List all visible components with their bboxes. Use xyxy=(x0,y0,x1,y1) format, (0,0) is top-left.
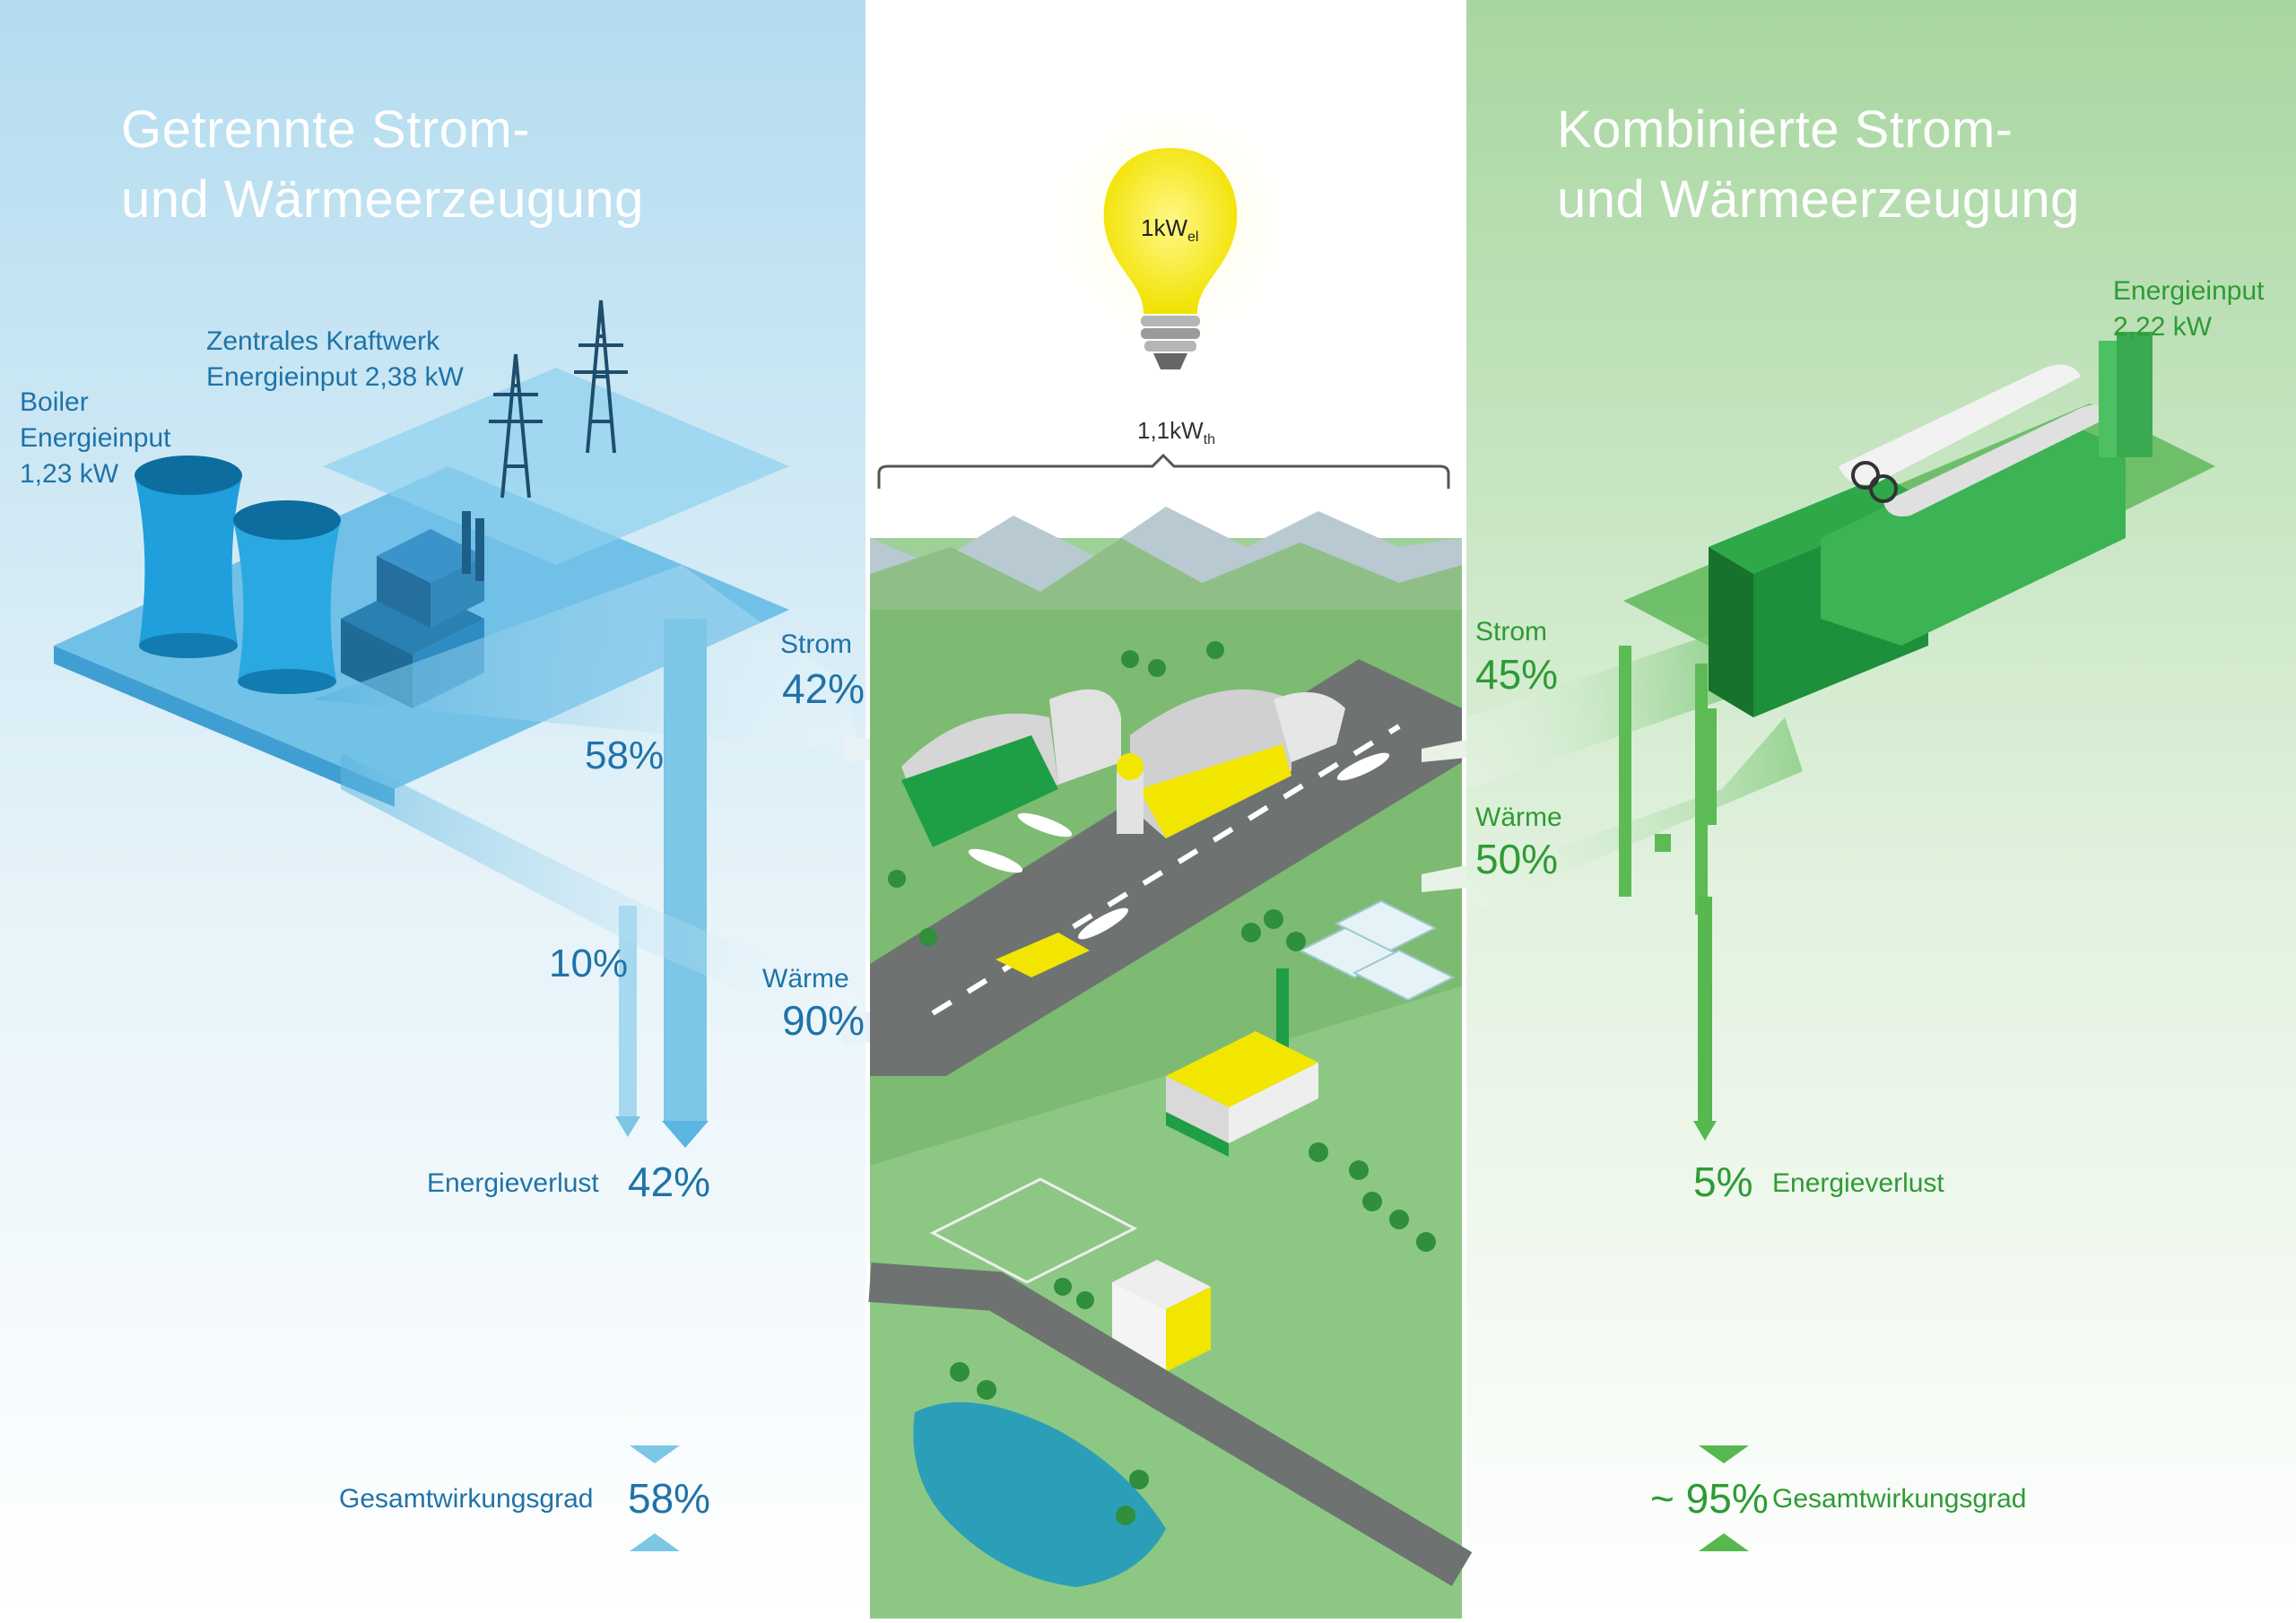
lake xyxy=(913,1402,1166,1587)
left-strom-percent: 42% xyxy=(782,665,865,712)
right-waerme-label: Wärme xyxy=(1475,803,1562,832)
cooling-tower-icon xyxy=(135,456,242,658)
airport-hangar-icon xyxy=(901,689,1345,847)
right-title-line1: Kombinierte Strom- xyxy=(1557,100,2013,159)
left-waerme-label: Wärme xyxy=(762,964,849,994)
efficiency-marker-down-right xyxy=(1699,1445,1749,1463)
left-strom-label: Strom xyxy=(780,629,853,659)
right-total-efficiency-label: Gesamtwirkungsgrad xyxy=(1772,1484,2027,1514)
right-strom-label: Strom xyxy=(1475,617,1548,647)
central-plant-input: Energieinput 2,38 kW xyxy=(206,362,464,392)
bulb-electric-output: 1kWel xyxy=(1141,214,1199,247)
bulb-output-value: 1kW xyxy=(1141,214,1187,241)
heat-output-value: 1,1kW xyxy=(1137,417,1204,444)
right-energy-loss-label: Energieverlust xyxy=(1772,1168,1944,1198)
left-energy-loss-percent: 42% xyxy=(628,1159,711,1205)
bulb-output-subscript: el xyxy=(1187,230,1199,246)
boiler-input-value: 1,23 kW xyxy=(20,459,119,489)
left-waerme-percent: 90% xyxy=(782,997,865,1044)
cooling-tower-icon xyxy=(233,500,341,694)
chp-engine-illustration xyxy=(1466,332,2215,1141)
left-energy-loss-label: Energieverlust xyxy=(427,1168,599,1198)
light-bulb-icon xyxy=(1036,90,1305,369)
boiler-input-label: Energieinput xyxy=(20,423,171,453)
runway xyxy=(870,659,1462,1076)
right-strom-percent: 45% xyxy=(1475,651,1559,698)
right-input-value: 2,22 kW xyxy=(2113,312,2213,342)
landscape-illustration xyxy=(868,90,1473,1619)
right-waerme-percent: 50% xyxy=(1475,836,1559,882)
power-plant-illustration xyxy=(54,299,861,1148)
efficiency-marker-up-left xyxy=(630,1533,680,1551)
left-title-line2: und Wärmeerzeugung xyxy=(121,170,644,229)
left-title-line1: Getrennte Strom- xyxy=(121,100,531,159)
right-input-label: Energieinput xyxy=(2113,276,2265,306)
right-total-efficiency-percent: 95% xyxy=(1685,1475,1769,1522)
chp-plant-building-icon xyxy=(1166,968,1318,1157)
efficiency-marker-down-left xyxy=(630,1445,680,1463)
tree-icons xyxy=(888,641,1436,1525)
left-total-efficiency-percent: 58% xyxy=(628,1475,711,1522)
power-pylon-icon xyxy=(489,353,543,499)
left-total-efficiency-label: Gesamtwirkungsgrad xyxy=(339,1484,594,1514)
right-loss-percent: 5% xyxy=(1693,1159,1753,1205)
waerme-arrow-right xyxy=(1422,865,1466,892)
right-title-line2: und Wärmeerzeugung xyxy=(1557,170,2080,229)
heat-output: 1,1kWth xyxy=(1137,417,1216,449)
central-plant-label: Zentrales Kraftwerk xyxy=(206,326,440,356)
plant-loss-percent: 58% xyxy=(585,733,665,777)
boiler-label: Boiler xyxy=(20,387,89,417)
efficiency-marker-up-right xyxy=(1699,1533,1749,1551)
strom-arrow-right xyxy=(1422,740,1466,762)
heat-output-subscript: th xyxy=(1203,432,1216,448)
power-pylon-icon xyxy=(574,299,628,454)
heat-bracket xyxy=(877,453,1450,489)
airplane-icon xyxy=(968,752,1390,940)
approx-sign: ~ xyxy=(1650,1475,1674,1522)
right-total-efficiency: ~ 95% xyxy=(1650,1475,1769,1523)
right-panel-background xyxy=(1466,0,2296,1623)
boiler-loss-percent: 10% xyxy=(549,942,629,985)
greenhouse-icon xyxy=(1298,899,1456,1002)
